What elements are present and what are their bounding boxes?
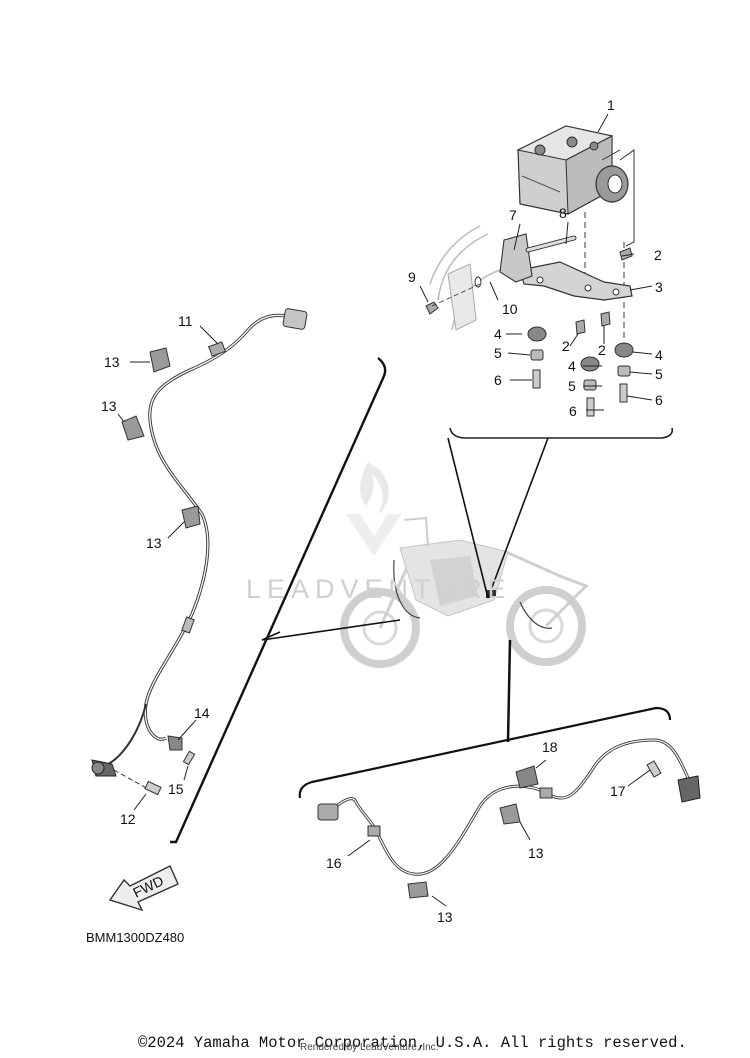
callout-8: 8 <box>559 205 567 221</box>
front-sensor-group <box>91 308 387 844</box>
callout-13b: 13 <box>101 398 117 414</box>
callout-3: 3 <box>655 279 663 295</box>
callout-18: 18 <box>542 739 558 755</box>
callout-10: 10 <box>502 301 518 317</box>
callout-15: 15 <box>168 781 184 797</box>
callout-6a: 6 <box>494 372 502 388</box>
callout-12: 12 <box>120 811 136 827</box>
stay-bracket <box>519 261 633 301</box>
callout-7: 7 <box>509 207 517 223</box>
callout-4a: 4 <box>494 326 502 342</box>
callout-5a: 5 <box>494 345 502 361</box>
callout-9: 9 <box>408 269 416 285</box>
front-panel-frame <box>170 357 387 844</box>
copyright-notice: ©2024 Yamaha Motor Corporation, U.S.A. A… <box>138 1034 687 1052</box>
callout-5c: 5 <box>655 366 663 382</box>
callout-6c: 6 <box>655 392 663 408</box>
callout-labels: 1 8 7 2 3 9 10 4 5 6 2 2 4 5 6 4 5 6 11 … <box>101 97 663 925</box>
watermark-text: LEADVENTURE <box>246 574 512 604</box>
callout-2b: 2 <box>562 338 570 354</box>
callout-5b: 5 <box>568 378 576 394</box>
callout-13e: 13 <box>437 909 453 925</box>
rendered-by-note: Rendered by LeadVenture, Inc. <box>300 1042 439 1053</box>
diagram-code: BMM1300DZ480 <box>86 930 185 945</box>
callout-2c: 2 <box>598 342 606 358</box>
forward-arrow-icon: FWD <box>108 865 179 912</box>
callout-11: 11 <box>178 313 193 329</box>
bracket-7 <box>499 233 533 283</box>
callout-4c: 4 <box>655 347 663 363</box>
leader-lines <box>117 113 653 907</box>
abs-unit-group <box>425 125 674 439</box>
callout-13a: 13 <box>104 354 120 370</box>
callout-6b: 6 <box>569 403 577 419</box>
rear-panel-frame <box>298 706 672 799</box>
abs-panel-frame <box>449 427 674 439</box>
callout-14: 14 <box>194 705 210 721</box>
rear-sensor-group <box>298 706 701 899</box>
callout-1: 1 <box>607 97 615 113</box>
callout-2a: 2 <box>654 247 662 263</box>
watermark-logo-icon <box>346 462 402 556</box>
callout-13d: 13 <box>528 845 544 861</box>
callout-16: 16 <box>326 855 342 871</box>
callout-4b: 4 <box>568 358 576 374</box>
rear-speed-sensor <box>677 775 701 803</box>
callout-13c: 13 <box>146 535 162 551</box>
front-sensor-lead <box>143 313 301 741</box>
callout-17: 17 <box>610 783 626 799</box>
